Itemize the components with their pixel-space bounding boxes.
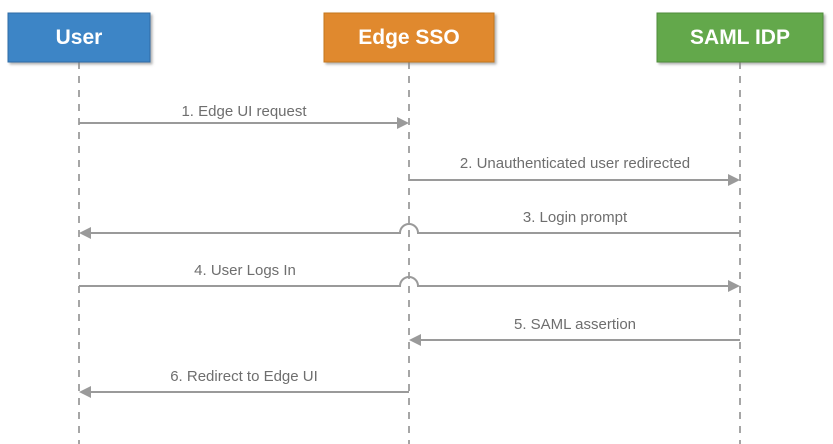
message-arrowhead-1 <box>397 117 409 129</box>
actor-user[interactable]: User <box>7 12 151 63</box>
message-label-6: 6. Redirect to Edge UI <box>170 368 318 385</box>
actor-label-edge-sso: Edge SSO <box>358 26 460 49</box>
messages-layer: 1. Edge UI request 2. Unauthenticated use… <box>79 103 740 398</box>
actor-box-user[interactable] <box>7 12 151 63</box>
actor-box-edge-sso[interactable] <box>323 12 495 63</box>
actors-layer: User Edge SSO SAML IDP <box>7 12 824 63</box>
message-2: 2. Unauthenticated user redirected <box>409 155 740 186</box>
actor-label-saml-idp: SAML IDP <box>690 26 790 49</box>
message-6: 6. Redirect to Edge UI <box>79 368 409 398</box>
actor-box-saml-idp[interactable] <box>656 12 824 63</box>
message-label-5: 5. SAML assertion <box>514 316 636 333</box>
message-line-3 <box>91 223 740 234</box>
message-label-1: 1. Edge UI request <box>181 103 307 120</box>
message-1: 1. Edge UI request <box>79 103 409 129</box>
message-arrowhead-6 <box>79 386 91 398</box>
message-arrowhead-2 <box>728 174 740 186</box>
message-label-4: 4. User Logs In <box>194 262 296 279</box>
message-label-3: 3. Login prompt <box>523 209 628 226</box>
actor-saml-idp[interactable]: SAML IDP <box>656 12 824 63</box>
lifelines-layer <box>78 62 741 444</box>
message-arrowhead-4 <box>728 280 740 292</box>
message-4: 4. User Logs In <box>79 262 740 292</box>
message-3: 3. Login prompt <box>79 209 740 239</box>
message-label-2: 2. Unauthenticated user redirected <box>460 155 690 172</box>
actor-edge-sso[interactable]: Edge SSO <box>323 12 495 63</box>
actor-label-user: User <box>56 26 103 49</box>
message-arrowhead-5 <box>409 334 421 346</box>
message-5: 5. SAML assertion <box>409 316 740 346</box>
message-line-4 <box>79 276 728 287</box>
message-arrowhead-3 <box>79 227 91 239</box>
